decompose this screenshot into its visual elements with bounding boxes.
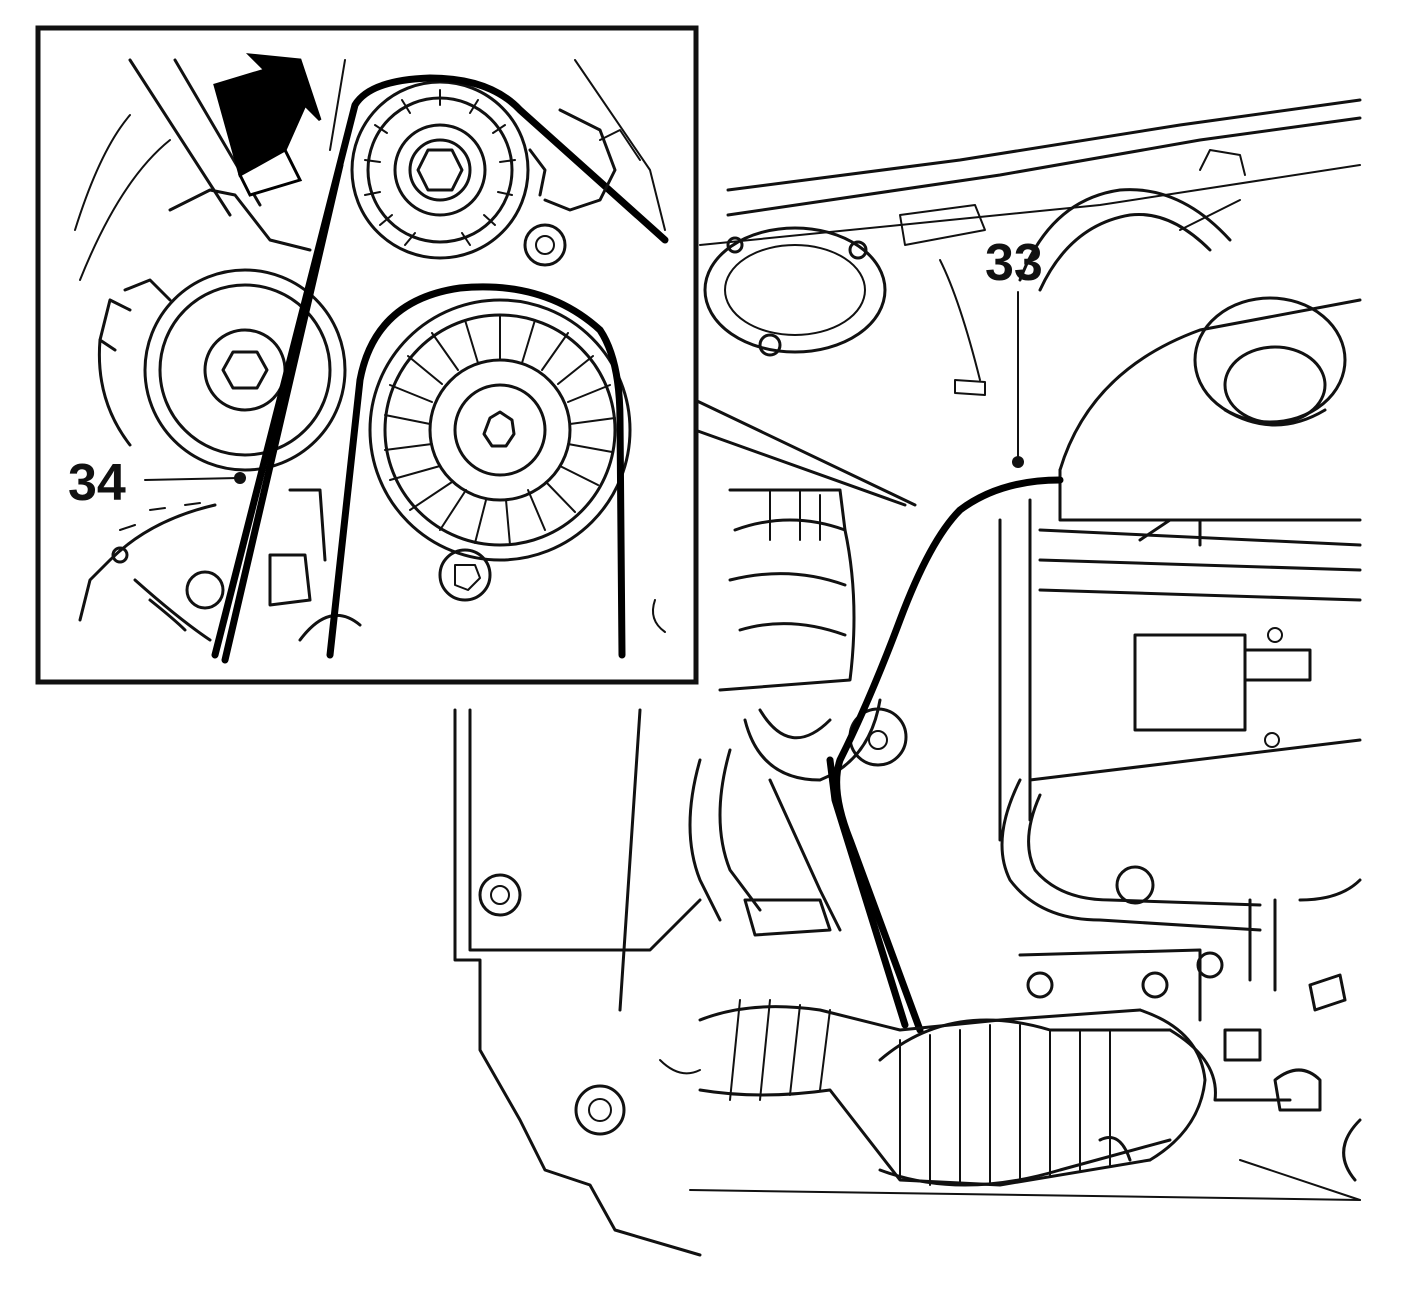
callout-33: 33 xyxy=(985,234,1043,468)
crank-gear xyxy=(78,488,362,642)
reservoir-cap xyxy=(718,488,908,782)
drive-belt-main xyxy=(833,476,1064,1034)
callout-34: 34 xyxy=(68,454,246,512)
engine-bay-view: 33 xyxy=(453,98,1362,1257)
tensioner-pulley xyxy=(97,268,347,472)
idler-pulley-top xyxy=(350,80,530,260)
svg-text:34: 34 xyxy=(68,454,126,512)
arrow-icon xyxy=(213,53,322,197)
detail-inset: 34 xyxy=(35,25,699,685)
drive-belt-inset xyxy=(211,74,669,659)
intake-hose xyxy=(698,999,1292,1187)
strut-mount-left xyxy=(703,226,887,357)
transmission-housing xyxy=(453,708,702,1257)
alternator-pulley xyxy=(368,298,632,602)
engine-cover xyxy=(998,298,1362,842)
svg-text:33: 33 xyxy=(985,234,1043,292)
strut-mount-right xyxy=(1193,296,1347,427)
